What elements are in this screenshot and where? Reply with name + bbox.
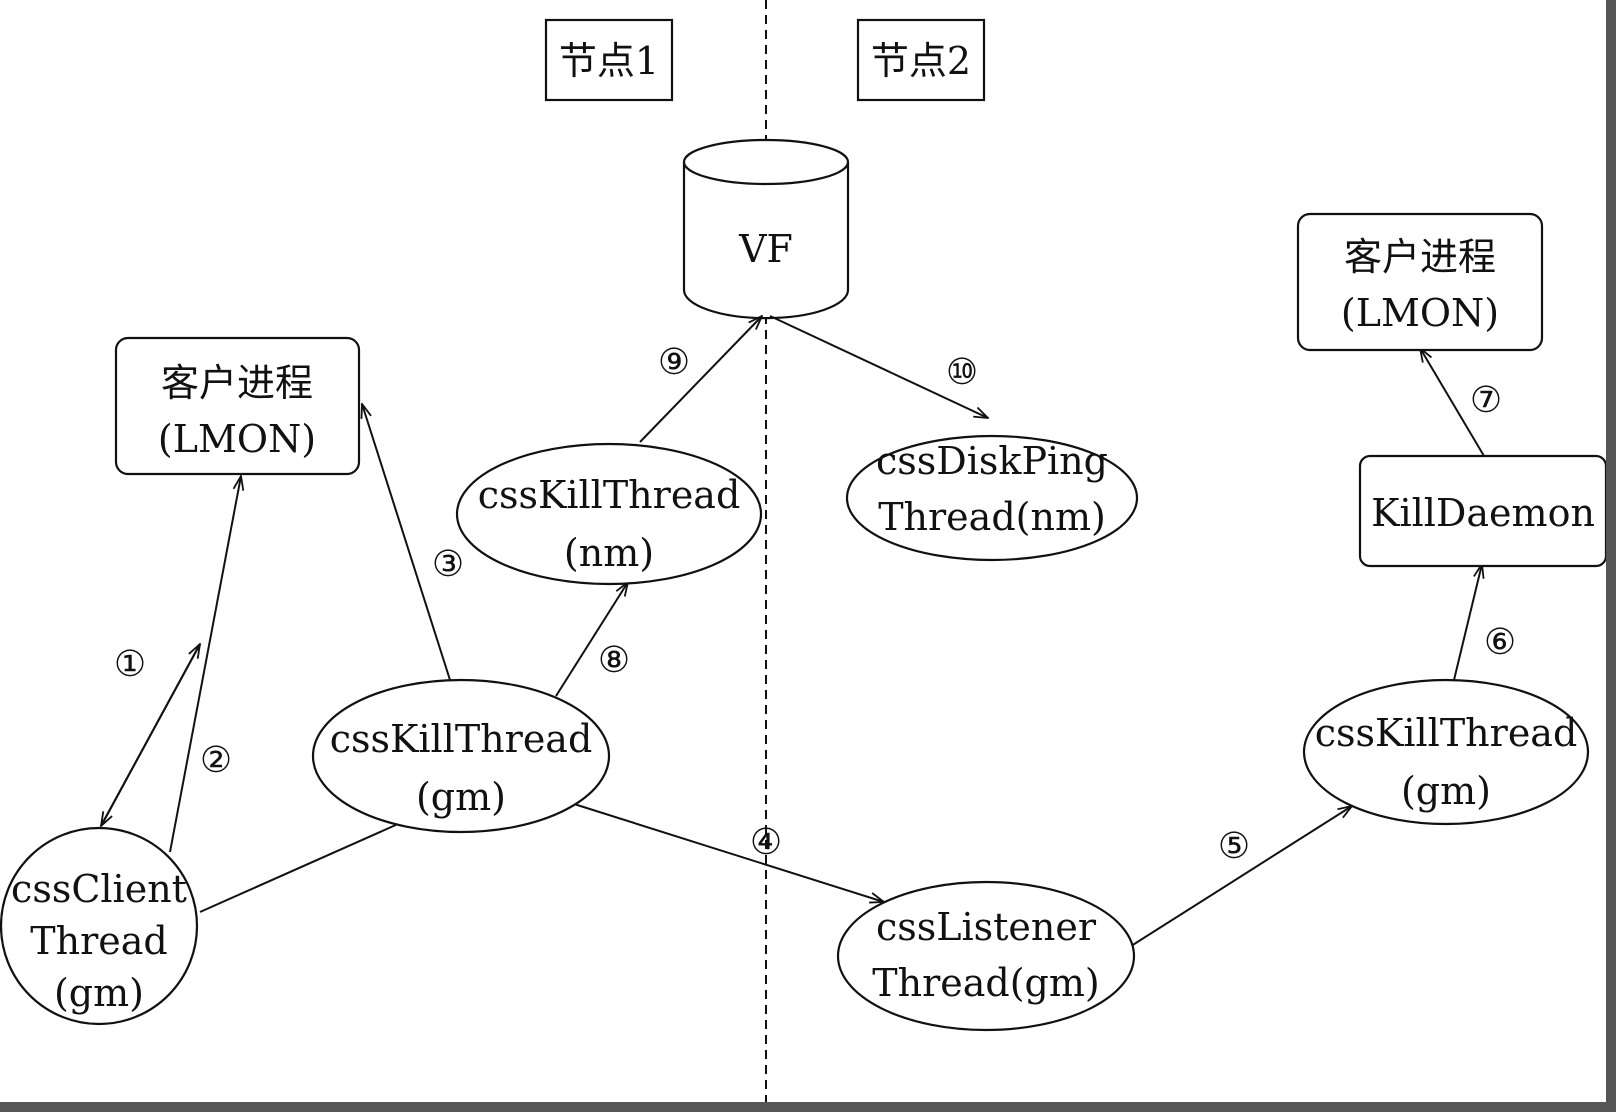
connectors xyxy=(100,315,1485,949)
node2-label: 节点2 xyxy=(871,39,971,83)
right-listener-ellipse: cssListener Thread(gm) xyxy=(836,880,1136,1032)
svg-text:KillDaemon: KillDaemon xyxy=(1371,491,1595,535)
step-label-5: ⑤ xyxy=(1218,826,1250,867)
arrow-step4 xyxy=(573,803,884,902)
step-label-6: ⑥ xyxy=(1484,622,1516,663)
left-client-thread-ellipse: cssClient Thread (gm) xyxy=(0,826,199,1026)
step-label-3: ③ xyxy=(432,544,464,585)
step-label-9: ⑨ xyxy=(658,342,690,383)
svg-text:(LMON): (LMON) xyxy=(158,417,316,461)
svg-text:(LMON): (LMON) xyxy=(1341,291,1499,335)
svg-text:(gm): (gm) xyxy=(1401,769,1491,813)
arrow-step9 xyxy=(639,316,762,443)
svg-text:Thread(gm): Thread(gm) xyxy=(872,961,1099,1005)
step-label-1: ① xyxy=(114,644,146,685)
link-client-to-killthread xyxy=(199,823,399,913)
svg-text:cssDiskPing: cssDiskPing xyxy=(876,439,1108,483)
left-client-process-box: 客户进程 (LMON) xyxy=(114,336,361,476)
node1-label-box xyxy=(544,18,674,102)
arrow-step8 xyxy=(555,582,628,697)
node2-label-box xyxy=(856,18,986,102)
svg-text:cssKillThread: cssKillThread xyxy=(478,473,741,517)
right-disk-ping-ellipse: cssDiskPing Thread(nm) xyxy=(845,434,1139,562)
arrow-step1-client-to-lmon xyxy=(100,644,200,827)
svg-text:(gm): (gm) xyxy=(416,775,506,819)
arrow-step5 xyxy=(1127,806,1352,949)
svg-text:cssClient: cssClient xyxy=(11,867,187,911)
svg-text:客户进程: 客户进程 xyxy=(1344,235,1496,279)
svg-text:cssKillThread: cssKillThread xyxy=(330,717,593,761)
left-kill-thread-nm-ellipse: cssKillThread (nm) xyxy=(455,442,763,586)
step-label-8: ⑧ xyxy=(598,640,630,681)
right-client-process-box: 客户进程 (LMON) xyxy=(1296,212,1544,352)
right-kill-daemon-box: KillDaemon xyxy=(1358,454,1606,568)
arrow-step10 xyxy=(769,315,988,418)
svg-text:(gm): (gm) xyxy=(54,971,144,1015)
svg-text:Thread: Thread xyxy=(30,919,167,963)
step-label-2: ② xyxy=(200,740,232,781)
step-label-7: ⑦ xyxy=(1470,380,1502,421)
step-label-10: ⑩ xyxy=(946,352,978,393)
node1-label: 节点1 xyxy=(559,39,659,83)
arrow-step2 xyxy=(169,476,241,853)
svg-text:cssKillThread: cssKillThread xyxy=(1315,711,1578,755)
svg-text:(nm): (nm) xyxy=(564,531,654,575)
step-labels: ① ② ③ ④ ⑤ ⑥ ⑦ ⑧ ⑨ ⑩ xyxy=(114,342,1516,867)
arrow-step7 xyxy=(1420,348,1485,457)
arrow-step6 xyxy=(1453,564,1482,681)
right-kill-thread-gm-ellipse: cssKillThread (gm) xyxy=(1302,678,1590,826)
svg-text:客户进程: 客户进程 xyxy=(161,361,313,405)
vf-storage-cylinder: VF xyxy=(682,138,850,320)
vf-label: VF xyxy=(738,227,793,271)
svg-text:cssListener: cssListener xyxy=(876,905,1097,949)
step-label-4: ④ xyxy=(750,822,782,863)
arrow-step3 xyxy=(362,404,451,681)
left-kill-thread-gm-ellipse: cssKillThread (gm) xyxy=(311,678,611,834)
svg-text:Thread(nm): Thread(nm) xyxy=(878,495,1106,539)
